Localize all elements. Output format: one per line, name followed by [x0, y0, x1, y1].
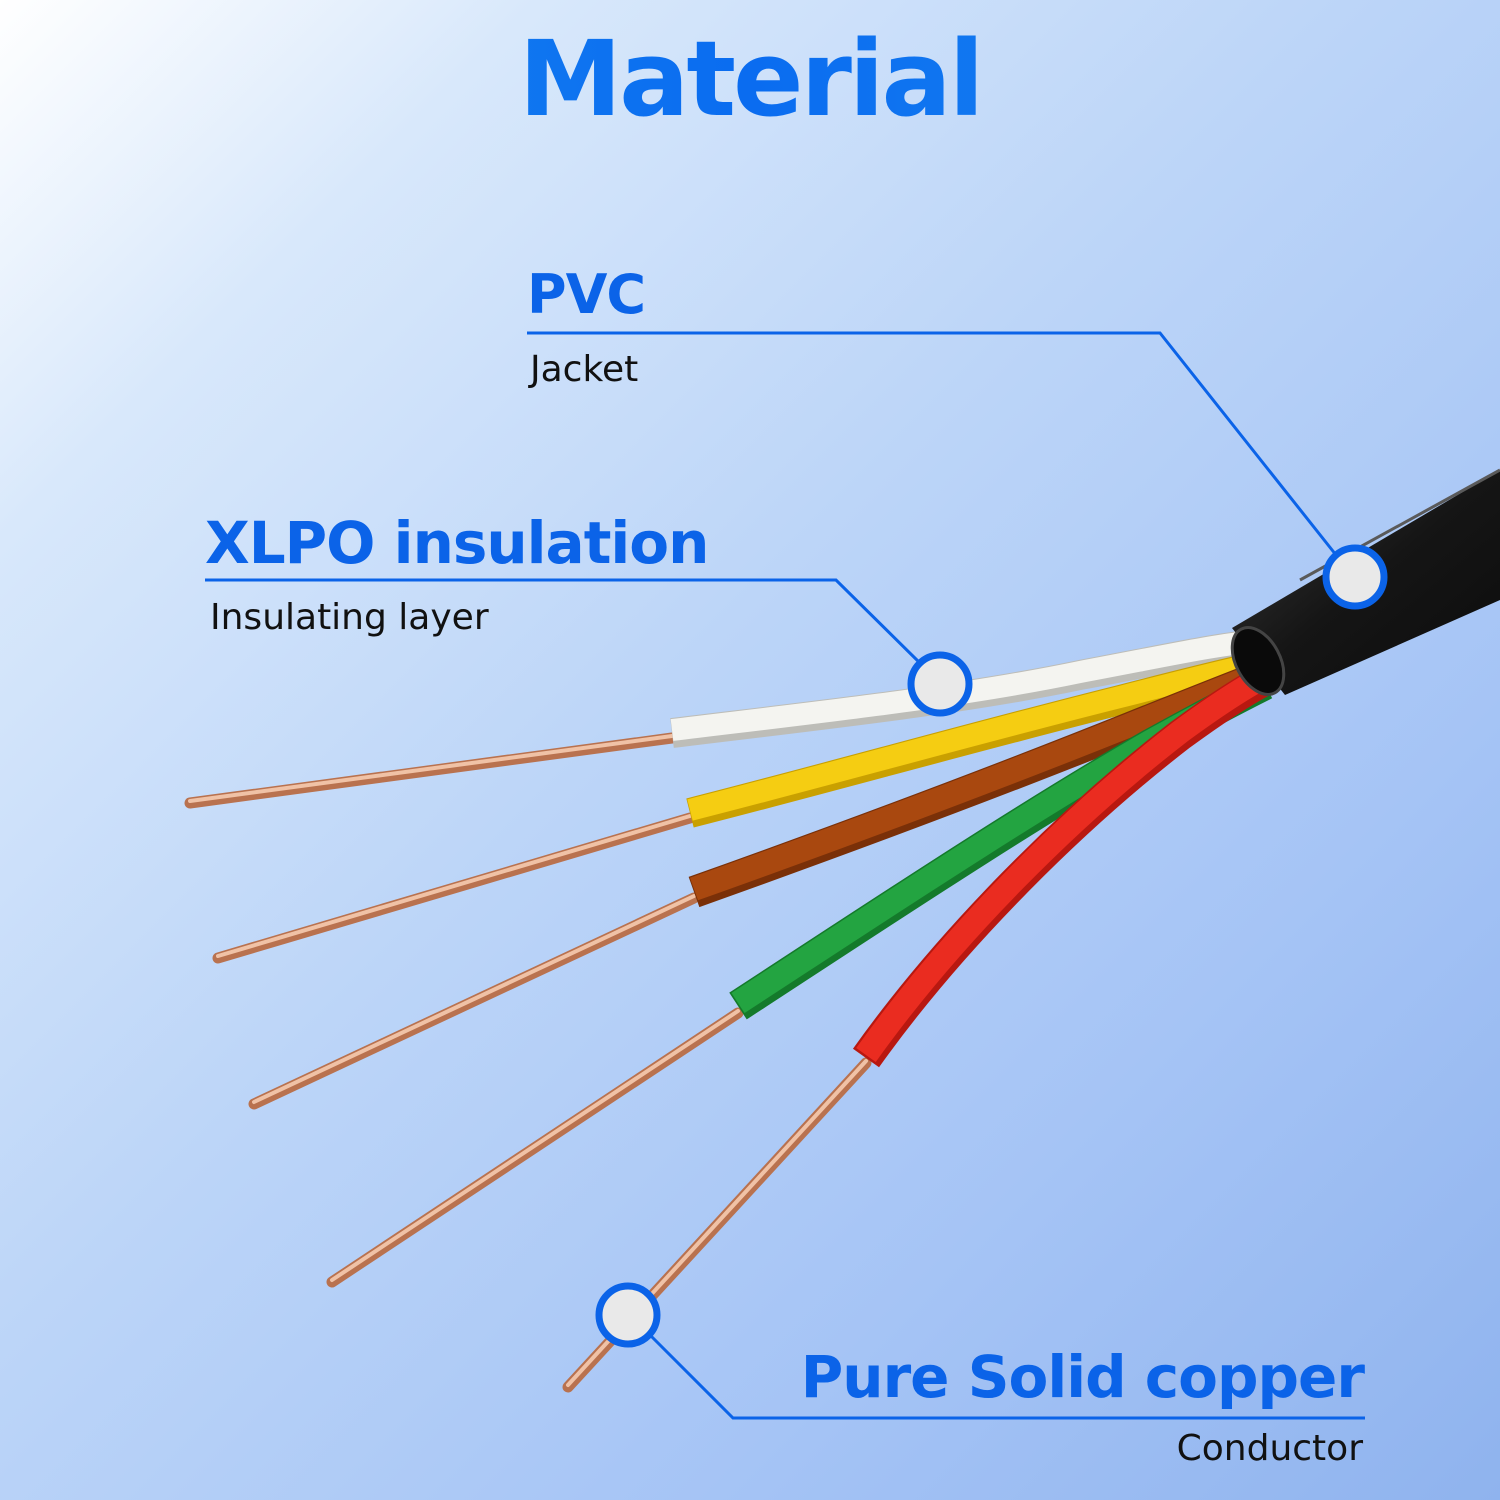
copper-wire-yellow	[212, 812, 696, 964]
pure-solid-copper-label: Pure Solid copper	[800, 1343, 1365, 1411]
conductor-label: Conductor	[1176, 1428, 1363, 1469]
xlpo-marker	[907, 651, 973, 717]
copper-conductors	[184, 732, 872, 1393]
pvc-leader-line	[527, 331, 1342, 561]
copper-leader-line	[643, 1328, 1365, 1420]
copper-marker	[595, 1282, 661, 1348]
xlpo-insulation-label: XLPO insulation	[205, 509, 709, 577]
copper-wire-brown	[248, 892, 700, 1110]
insulating-layer-label: Insulating layer	[210, 597, 489, 638]
callout-lines	[205, 331, 1365, 1420]
copper-wire-green	[326, 1007, 744, 1288]
callout-markers	[595, 544, 1388, 1348]
jacket-label: Jacket	[530, 349, 639, 390]
copper-wire-white	[184, 732, 678, 809]
insulated-wires	[670, 630, 1276, 1068]
xlpo-leader-line	[205, 578, 927, 670]
pvc-label: PVC	[527, 263, 646, 326]
pvc-marker	[1322, 544, 1388, 610]
page-title: Material	[0, 22, 1500, 137]
